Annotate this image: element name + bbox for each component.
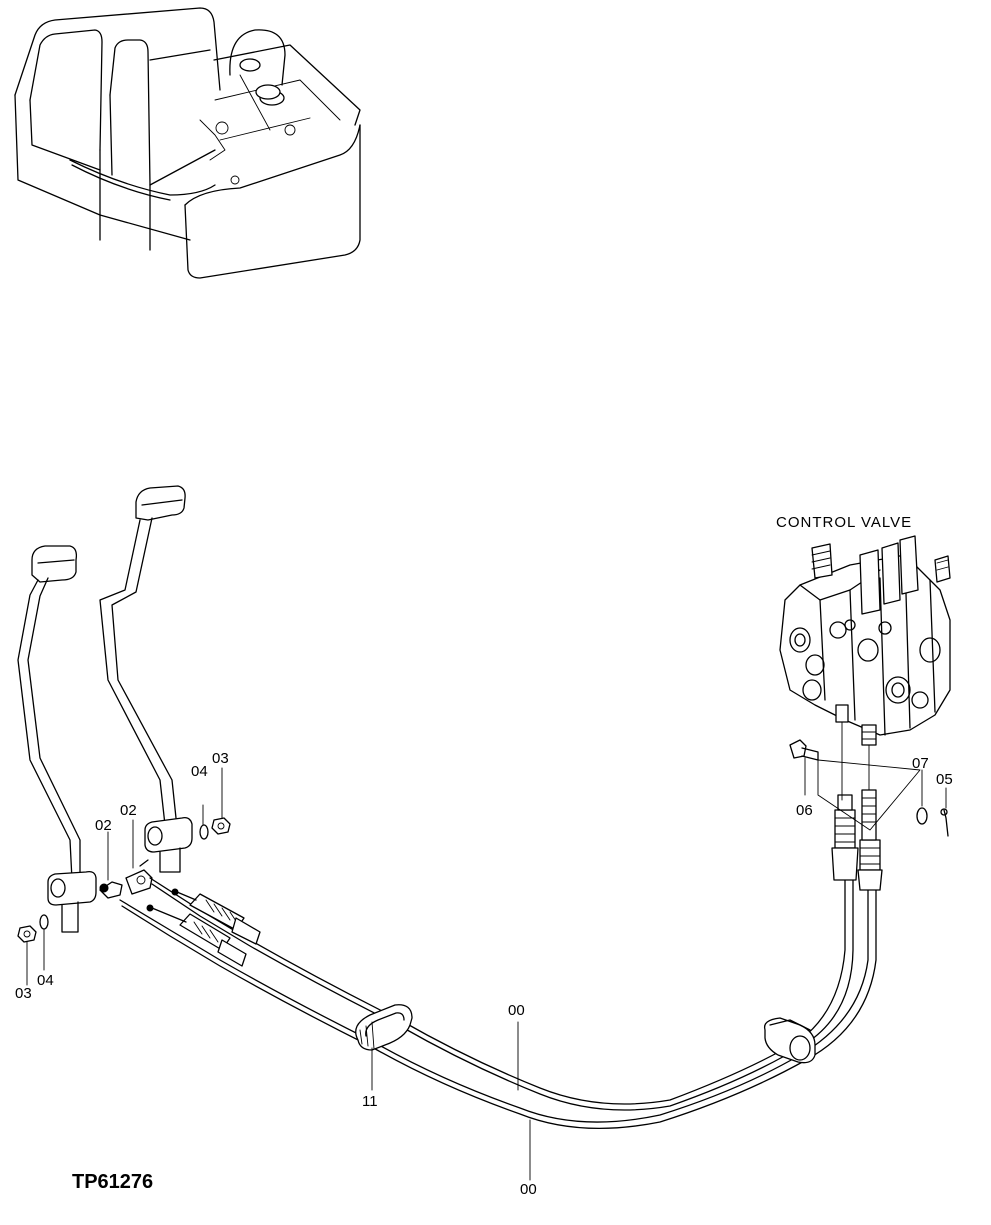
- callout-rod-end-right: 02: [120, 802, 137, 819]
- callout-cable-upper: 00: [508, 1002, 525, 1019]
- control-valve-caption: CONTROL VALVE: [776, 514, 913, 531]
- grommet-right: [763, 1017, 816, 1064]
- grommet-left: [355, 1004, 413, 1051]
- callout-leaders: [371, 1021, 531, 1181]
- left-control-lever: [17, 545, 97, 933]
- callout-washer-left: 04: [37, 972, 54, 989]
- machine-overview-drawing: [14, 7, 361, 279]
- callout-washer-valve: 07: [912, 755, 929, 772]
- right-control-lever: [99, 485, 193, 873]
- callout-cotter-pin: 05: [936, 771, 953, 788]
- control-cables: [119, 789, 883, 1130]
- lever-hardware: [17, 767, 231, 986]
- callout-grommet: 11: [362, 1093, 378, 1110]
- cable-end-fittings-left: [146, 888, 261, 967]
- callout-washer-right: 04: [191, 763, 208, 780]
- cable-end-fittings-right: [831, 789, 883, 891]
- callout-rod-end-left: 02: [95, 817, 112, 834]
- valve-link-hardware: [789, 721, 949, 837]
- callout-pin: 06: [796, 802, 813, 819]
- callout-nut-right: 03: [212, 750, 229, 767]
- callout-nut-left: 03: [15, 985, 32, 1002]
- reference-code: TP61276: [72, 1171, 154, 1193]
- control-valve-drawing: [779, 535, 951, 746]
- callout-cable-lower: 00: [520, 1181, 537, 1198]
